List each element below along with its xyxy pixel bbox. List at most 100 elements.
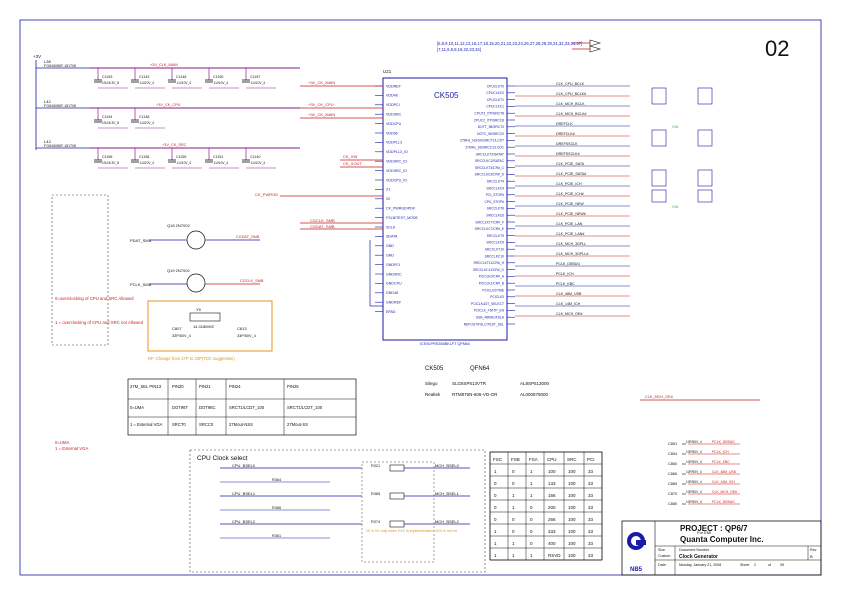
rail-cap-value: .1U/10V_4	[213, 161, 228, 165]
cpu-clock-title: CPU Clock select	[197, 455, 248, 462]
pin-table-cell: SRCT1/LCDT_100	[229, 405, 265, 410]
rail-inductor: L38	[44, 59, 51, 64]
chip-right-pin: SRCCLKT4	[487, 180, 504, 184]
right-net-label: CLK_MCH_3GPLL	[556, 242, 586, 246]
freq-table-cell: 100	[548, 469, 556, 474]
freq-table-cell: 133	[548, 481, 556, 486]
svg-text:0=overclocking of CPU and SRC: 0=overclocking of CPU and SRC Allowed	[55, 296, 134, 301]
svg-text:CGCLK_SMB: CGCLK_SMB	[310, 218, 335, 223]
chip-ref: U21	[383, 69, 392, 74]
svg-text:C807: C807	[172, 326, 182, 331]
right-net-label: CLK_PCIE_SATA#	[556, 172, 586, 176]
emi-cap-ref: C870	[668, 492, 677, 496]
rail-cap-ref: C1151	[213, 155, 223, 159]
svg-text:Rev: Rev	[810, 548, 817, 552]
svg-text:PDAT_SMB: PDAT_SMB	[130, 238, 152, 243]
freq-table-cell: 100	[568, 505, 576, 510]
freq-table-cell: 33	[588, 517, 594, 522]
chip-right-pin: SRCCLKC9	[486, 241, 504, 245]
svg-text:Realtek: Realtek	[425, 392, 441, 397]
chip-left-pin: GND	[386, 254, 394, 258]
emi-cap-value: 10P/50V_4	[686, 500, 702, 504]
freq-table-header: FSA	[529, 457, 538, 462]
svg-text:of: of	[768, 563, 771, 567]
rail-cap-value: .1U/10V_4	[176, 81, 191, 85]
freq-table-cell: 1	[530, 481, 533, 486]
pin-table-cell: SRCC0	[199, 422, 214, 427]
chip-left-pin: CK_PWRGD/PD#	[386, 207, 415, 211]
freq-table-cell: 1	[530, 553, 533, 558]
svg-text:+3V_CK_MAIN: +3V_CK_MAIN	[308, 80, 335, 85]
freq-table-cell: 1	[494, 469, 497, 474]
freq-table-cell: 1	[530, 469, 533, 474]
freq-table-cell: 100	[568, 553, 576, 558]
freq-table-cell: 33	[588, 469, 594, 474]
emi-net: PCLK_DEBUG	[712, 440, 735, 444]
rail-inductor-part: FCM1608KF-181T08	[44, 64, 76, 68]
emi-cap-value: 10P/50V_4	[686, 440, 702, 444]
chip-right-pin: SRCCLKT11/CR#_H	[473, 261, 504, 265]
svg-text:Size: Size	[658, 548, 665, 552]
emi-cap-ref: C860	[668, 462, 677, 466]
pin-table-cell: DOT96C	[199, 405, 216, 410]
svg-text:CGCLK_SMB: CGCLK_SMB	[240, 279, 264, 283]
freq-table-cell: 166	[548, 493, 556, 498]
cpu-bsel-net: CPU_BSEL1	[232, 491, 256, 496]
chip-left-pin: X2	[386, 197, 390, 201]
rail-cap-value: .1U/10V_4	[250, 161, 265, 165]
rail-cap-value: .1U/10V_4	[139, 81, 154, 85]
chip-name: CK505	[434, 91, 459, 100]
svg-text:AL8SP513000: AL8SP513000	[520, 381, 550, 386]
rail-cap-ref: C1143	[139, 75, 149, 79]
emi-net: PCLK_KBC	[712, 460, 730, 464]
freq-table-cell: 33	[588, 481, 594, 486]
svg-text:39: 39	[780, 563, 784, 567]
cpu-bsel-res2: R364	[272, 478, 281, 482]
svg-text:Document Number: Document Number	[679, 548, 710, 552]
svg-text:+3V_CK_CPU: +3V_CK_CPU	[308, 102, 334, 107]
rail-cap-value: .1U/10V_4	[176, 161, 191, 165]
freq-table-cell: 0	[512, 517, 515, 522]
pin-table-cell: 27Mout-SS	[287, 422, 308, 427]
right-net-label: DREFCLK#	[556, 132, 575, 136]
freq-table-cell: 266	[548, 517, 556, 522]
rail-cap-ref: C1156	[102, 155, 112, 159]
chip-right-pin: CPUCLKC1	[486, 105, 504, 109]
svg-text:Custom: Custom	[658, 554, 670, 558]
chip-right-pin: CPUCLKC0	[486, 91, 504, 95]
pin-table-cell: DOT96T	[172, 405, 188, 410]
chip-right-pin: SRCCLKT7/CR#_F	[475, 220, 504, 224]
cpu-bsel-res2: R366	[272, 506, 281, 510]
chip-right-pin: DOTC_96/SRCC0	[477, 132, 504, 136]
rail-net: +3V_CK_CPU	[156, 103, 181, 107]
rail-inductor: L42	[44, 99, 51, 104]
project-title: PROJECT : QP6/7	[680, 524, 748, 533]
chip-right-pin: PCICLK2/TME	[482, 288, 504, 292]
cpu-bsel-res2: R361	[272, 534, 281, 538]
vendor-table: CK505 QFN64 Silego SLG8SP513VTR AL8SP513…	[425, 366, 550, 397]
rail-cap-value: .1U/10V_4	[139, 121, 154, 125]
freq-table-cell: 1	[530, 493, 533, 498]
right-net-label: CLK_CPU_BCLK#	[556, 92, 586, 96]
chip-left-pin: SDATA	[386, 235, 398, 239]
chip-right-pin: CPUCLKT0	[487, 84, 504, 88]
pin-table-header: 27M_SEL PIN13	[130, 384, 162, 389]
freq-table-cell: 33	[588, 493, 594, 498]
freq-table-cell: 100	[568, 469, 576, 474]
rail-cap-ref: C1153	[102, 75, 112, 79]
svg-text:VIA: VIA	[672, 125, 679, 129]
cpu-bsel-res: R374	[371, 520, 380, 524]
chip-left-pin: GNDCPU	[386, 282, 402, 286]
page-border	[19, 19, 822, 576]
svg-text:AL000875000: AL000875000	[520, 392, 549, 397]
right-net-label: CLK_MCH_3GPLL#	[556, 252, 588, 256]
chip-right-pin: PCICLK_F5/ITP_EN	[474, 309, 505, 313]
rail-cap-ref: C1157	[250, 75, 260, 79]
freq-table-cell: 0	[494, 517, 497, 522]
freq-table-cell: 100	[568, 481, 576, 486]
svg-text:CK505: CK505	[425, 366, 444, 372]
chip-right-pin: USB_48MHz/FSLA	[476, 316, 505, 320]
chip-right-pin: CPUCLKT1	[487, 98, 504, 102]
